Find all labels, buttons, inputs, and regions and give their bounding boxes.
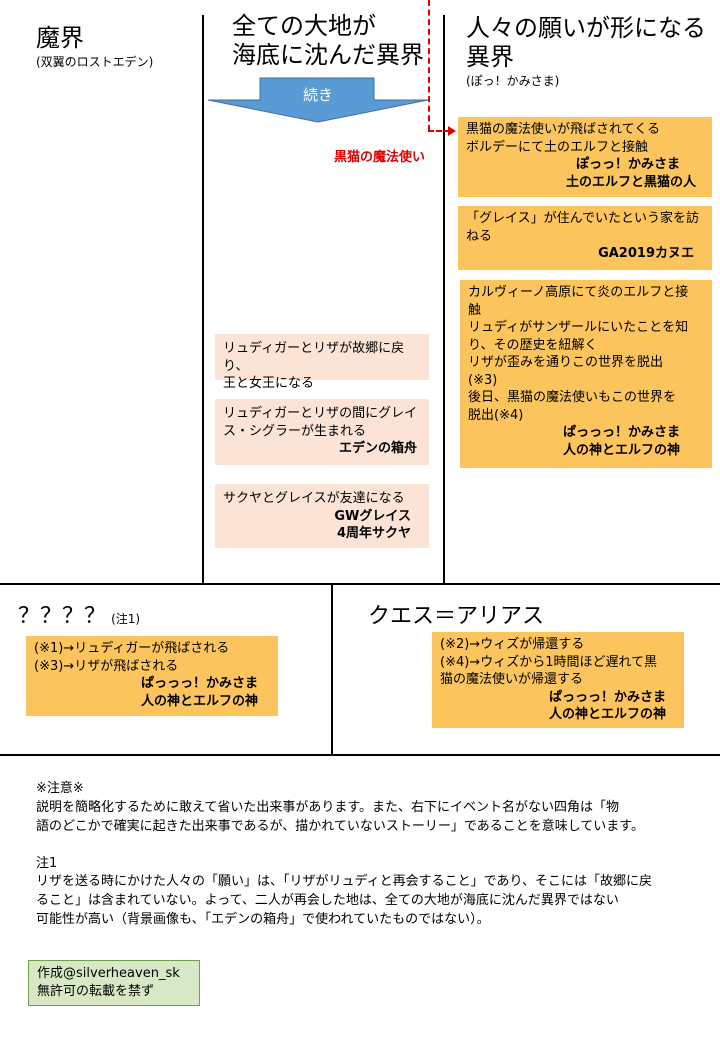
notes: ※注意※ 説明を簡略化するために敢えて省いた出来事があります。また、右下にイベン… [36,780,676,930]
divider-right [443,15,445,583]
caution-text: 説明を簡略化するために敢えて省いた出来事があります。また、右下にイベント名がない… [36,799,620,815]
quest-event: (※2)→ウィズが帰還する (※4)→ウィズから1時間ほど遅れて黒 猫の魔法使い… [432,632,684,728]
note1-text: ること」は含まれていない。よって、二人が再会した地は、全ての大地が海底に沈んだ異… [36,893,619,909]
event-text: ボルデーにて土のエルフと接触 [466,139,649,155]
event-text: (※3) [468,372,498,388]
event-text: 「グレイス」が住んでいたという家を訪 [466,211,699,226]
event-text: リュディガーとリザが故郷に戻り、 [223,341,405,374]
credit-author: 作成@silverheaven_sk [37,966,180,981]
wish-title-line: 異界 [466,42,514,71]
event-tag: 4周年サクヤ [336,526,411,542]
event-text: (※2)→ウィズが帰還する [440,637,585,652]
event-tag: 人の神とエルフの神 [140,693,258,709]
event-tag: ぽっっ！かみさま [575,157,680,173]
divider-middle [0,583,720,585]
quest-title: クエス＝アリアス [368,604,545,629]
connector-arrowhead-icon [448,126,456,136]
wish-event-3: カルヴィーノ高原にて炎のエルフと接 触 リュディがサンザールにいたことを知 り、… [460,280,712,468]
wish-event-1: 黒猫の魔法使いが飛ばされてくる ボルデーにて土のエルフと接触 ぽっっ！かみさま … [458,117,712,197]
unknown-event: (※1)→リュディガーが飛ばされる (※3)→リザが飛ばされる ぱっっっ！かみさ… [26,636,278,716]
event-tag: 人の神とエルフの神 [562,442,680,458]
unknown-title: ？？？？ [18,604,107,629]
makai-header: 魔界 (双翼のロストエデン) [36,24,153,70]
note1-text: 可能性が高い（背景画像も、「エデンの箱舟」で使われていたものではない）。 [36,912,490,928]
event-text: 猫の魔法使いが帰還する [440,672,584,688]
event-text: ス・シグラーが生まれる [223,423,367,439]
event-tag: エデンの箱舟 [338,441,417,457]
event-text: リザが歪みを通りこの世界を脱出 [468,355,664,371]
sunken-event-1: リュディガーとリザが故郷に戻り、 王と女王になる [215,334,429,391]
note1-heading: 注1 [36,855,58,871]
event-text: 触 [468,302,482,318]
connector-dashed-vertical [428,0,430,131]
event-tag: ぱっっっ！かみさま [562,425,680,441]
event-text: リュディガーとリザの間にグレイ [223,406,418,421]
event-text: 脱出(※4) [468,407,524,423]
event-text: (※1)→リュディガーが飛ばされる [34,641,230,656]
sunken-event-3: サクヤとグレイスが友達になる GWグレイス 4周年サクヤ [215,484,429,548]
continue-arrow-label: 続き [302,86,333,104]
event-text: リュディがサンザールにいたことを知 [468,320,689,336]
event-text: 黒猫の魔法使いが飛ばされてくる [466,122,660,137]
event-tag: GA2019カヌエ [598,246,694,262]
wish-title-line: 人々の願いが形になる [466,14,706,42]
credit-box: 作成@silverheaven_sk 無許可の転載を禁ず [28,960,200,1006]
sunken-title-line: 全ての大地が [232,12,376,40]
event-text: ねる [466,228,493,244]
wish-header: 人々の願いが形になる 異界 (ぽっ！かみさま) [466,14,716,89]
event-tag: ぱっっっ！かみさま [548,689,666,705]
unknown-note-ref: (注1) [111,612,141,626]
makai-title: 魔界 [36,24,84,52]
divider-bottom-center [331,583,333,755]
black-cat-label: 黒猫の魔法使い [334,150,426,165]
connector-dashed-horizontal [428,130,450,132]
sunken-event-2: リュディガーとリザの間にグレイ ス・シグラーが生まれる エデンの箱舟 [215,399,429,465]
divider-left [202,15,204,583]
event-text: り、その歴史を紐解く [468,337,598,353]
credit-notice: 無許可の転載を禁ず [37,984,155,1000]
wish-event-2: 「グレイス」が住んでいたという家を訪 ねる GA2019カヌエ [458,206,712,270]
event-tag: 土のエルフと黒猫の人 [565,174,696,190]
sunken-title-line: 海底に沈んだ異界 [232,40,424,69]
unknown-header: ？？？？ (注1) [18,598,140,630]
event-text: 後日、黒猫の魔法使いもこの世界を [468,390,677,406]
caution-heading: ※注意※ [36,781,84,796]
event-text: 王と女王になる [223,376,315,392]
sunken-title: 全ての大地が 海底に沈んだ異界 [232,12,432,70]
divider-bottom [0,754,720,756]
event-text: カルヴィーノ高原にて炎のエルフと接 [468,285,689,300]
caution-text: 語のどこかで確実に起きた出来事であるが、描かれていないストーリー」であることを意… [36,818,645,834]
event-text: サクヤとグレイスが友達になる [223,491,405,506]
note1-text: リザを送る時にかけた人々の「願い」は、「リザがリュディと再会すること」であり、そ… [36,874,652,890]
event-text: (※3)→リザが飛ばされる [34,658,179,674]
event-tag: 人の神とエルフの神 [548,707,666,723]
event-tag: GWグレイス [334,508,411,524]
wish-subtitle: (ぽっ！かみさま) [466,73,560,88]
continue-arrow-icon [207,77,429,123]
event-tag: ぱっっっ！かみさま [140,676,258,692]
makai-subtitle: (双翼のロストエデン) [36,54,154,69]
event-text: (※4)→ウィズから1時間ほど遅れて黒 [440,654,658,670]
